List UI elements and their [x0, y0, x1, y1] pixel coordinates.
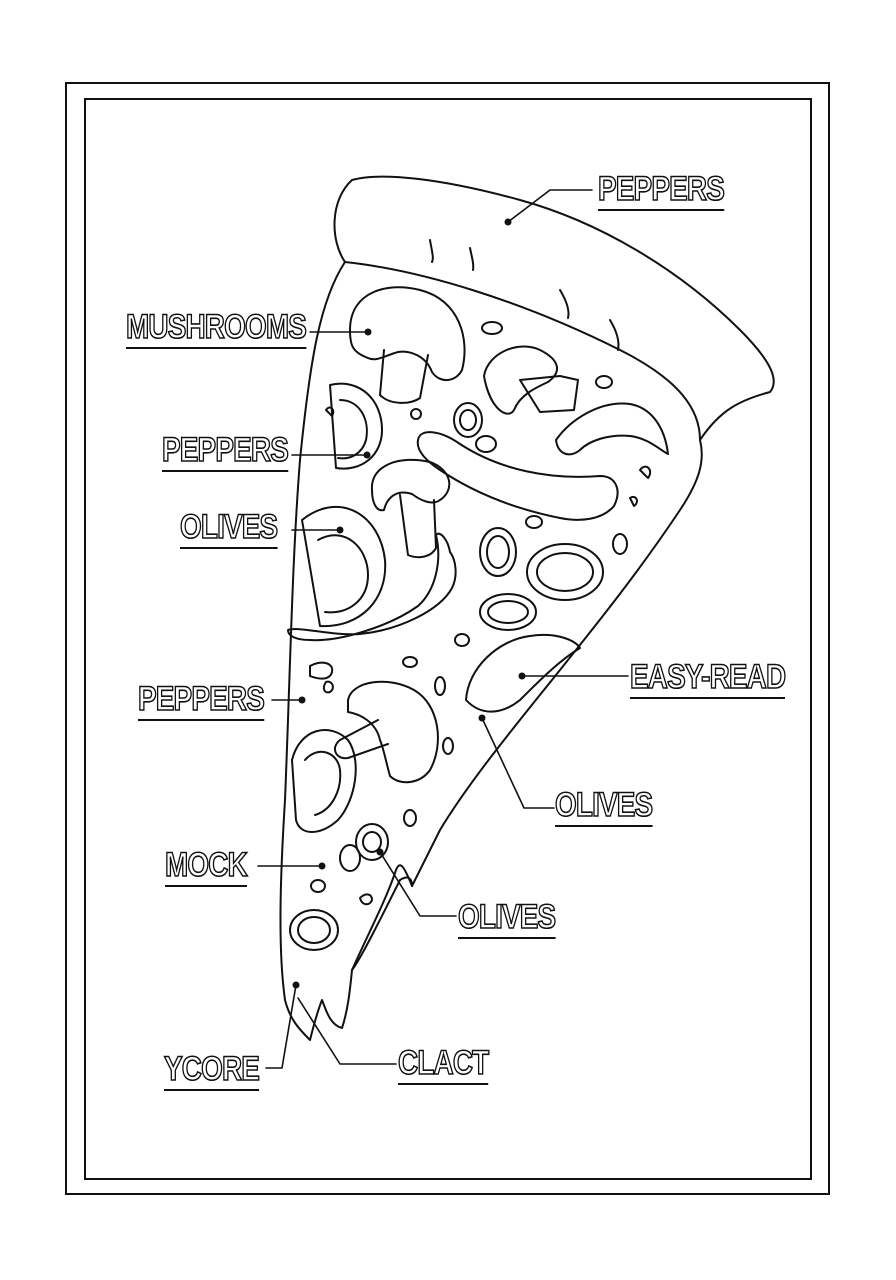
olive-1 — [453, 402, 483, 438]
mushroom-3 — [370, 458, 451, 559]
olive-4 — [355, 823, 389, 861]
pepper-slice-4 — [465, 634, 581, 713]
inner-frame — [84, 98, 812, 1180]
olive-6 — [289, 909, 339, 951]
label-peppers-top: PEPPERS — [161, 432, 289, 472]
label-olives-bottom: OLIVES — [457, 899, 557, 939]
crust-detail-4 — [609, 319, 620, 351]
pepper-slice-1 — [329, 382, 383, 470]
crust-detail-3 — [559, 289, 570, 319]
leader-dots — [292, 218, 526, 989]
label-crust: PEPPERS — [597, 171, 725, 211]
pepper-slice-2 — [301, 506, 387, 628]
pepper-slice-3 — [291, 729, 357, 833]
label-peppers-mid: PEPPERS — [137, 681, 265, 721]
label-clact: CLACT — [397, 1045, 490, 1085]
label-mushrooms: MUSHROOMS — [125, 309, 308, 349]
mushroom-4 — [333, 680, 439, 784]
outer-frame — [65, 82, 830, 1195]
pepper-slice-5 — [555, 402, 669, 456]
label-easy-read: EASY-READ — [629, 659, 787, 699]
chili-pepper-1 — [416, 431, 619, 521]
slice-body — [279, 261, 703, 1041]
mushroom-2 — [483, 345, 579, 415]
label-olives-right: OLIVES — [554, 787, 654, 827]
leader-lines — [257, 189, 629, 1069]
olive-5 — [339, 844, 361, 872]
chili-pepper-2 — [287, 532, 457, 642]
label-olives-left: OLIVES — [179, 509, 279, 549]
label-ycore: YCORE — [163, 1051, 261, 1091]
olive-2 — [479, 527, 517, 577]
crust-detail-1 — [429, 239, 434, 263]
olive-3 — [479, 593, 537, 631]
label-mock: MOCK — [164, 847, 248, 887]
small-toppings — [309, 321, 652, 906]
crust-inner-edge — [344, 261, 701, 441]
pizza-crust — [333, 175, 775, 441]
mushroom-1 — [349, 286, 466, 404]
tomato-slice-right — [526, 543, 604, 601]
crust-detail-2 — [469, 247, 475, 271]
